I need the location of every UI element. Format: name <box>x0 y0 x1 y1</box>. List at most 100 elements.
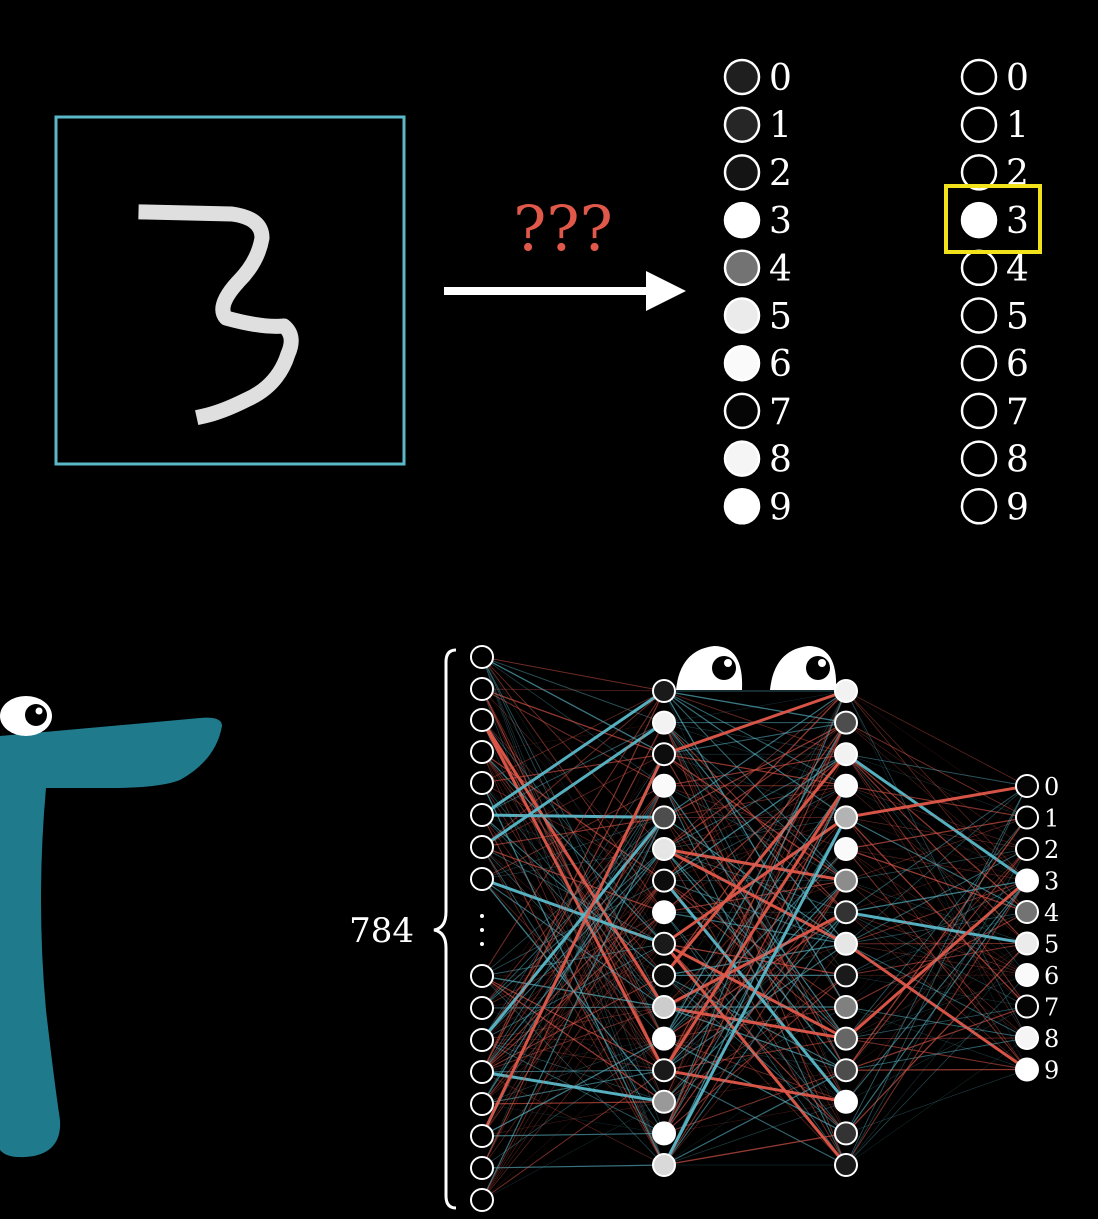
weight-edge-input-hidden1 <box>481 1038 665 1105</box>
hidden1-neuron <box>652 931 676 956</box>
target-digit-label: 7 <box>1006 392 1029 433</box>
guess-digit-label: 3 <box>769 201 792 242</box>
weight-edge-input-hidden1 <box>481 688 665 787</box>
input-layer-brace: 784 <box>349 648 484 1210</box>
weight-edge-hidden1-hidden2 <box>663 722 847 818</box>
hidden2-neuron <box>834 1121 858 1146</box>
target-neuron-0 <box>960 58 998 96</box>
target-digit-label: 2 <box>1006 153 1029 194</box>
input-neuron <box>470 1124 494 1148</box>
hidden2-neuron <box>834 868 858 893</box>
input-neuron <box>470 1188 494 1212</box>
weight-edge-hidden2-output <box>845 848 1028 1102</box>
weight-edge-hidden2-output <box>845 816 1028 913</box>
weight-edge-hidden2-output <box>845 785 1028 1134</box>
weight-edge-input-hidden1 <box>481 943 665 1201</box>
weight-edge-hidden1-hidden2 <box>663 690 847 723</box>
input-neuron <box>470 645 494 669</box>
target-digit-label: 9 <box>1006 487 1029 528</box>
weight-edge-hidden2-output <box>845 880 1028 976</box>
weight-edge-input-hidden1 <box>481 846 665 1071</box>
hidden2-neuron <box>834 995 858 1019</box>
weight-edge-hidden2-output <box>845 848 1028 913</box>
weight-edge-input-hidden1 <box>481 1007 665 1071</box>
weight-edge-hidden1-hidden2 <box>663 722 847 1134</box>
weight-edge-input-hidden1 <box>481 753 665 848</box>
weight-edge-input-hidden1 <box>481 689 665 817</box>
weight-edge-input-hidden1 <box>481 1101 665 1201</box>
weight-edge-hidden1-hidden2 <box>663 690 847 1008</box>
guess-neuron-0 <box>723 58 761 96</box>
hidden2-neuron <box>834 1153 858 1177</box>
weight-edge-input-hidden1 <box>481 1038 665 1169</box>
weight-edge-hidden2-output <box>845 817 1028 1071</box>
output-neuron-5 <box>1015 931 1039 956</box>
weight-edge-hidden2-output <box>845 1006 1028 1103</box>
weight-edge-hidden1-hidden2 <box>663 722 847 755</box>
guess-digit-label: 2 <box>769 153 792 194</box>
hidden1-neuron <box>652 1121 676 1146</box>
hidden2-neuron <box>834 837 858 861</box>
weight-edge-hidden2-output <box>845 753 1028 944</box>
input-neuron <box>470 1092 494 1116</box>
network-weights <box>480 656 1028 1201</box>
weight-edge-input-hidden1 <box>481 722 665 1073</box>
guess-neuron-1 <box>723 106 761 143</box>
hidden2-neuron <box>834 773 858 798</box>
weight-edge-input-hidden1 <box>481 1038 665 1201</box>
weight-edge-hidden2-output <box>845 785 1028 945</box>
weight-edge-input-hidden1 <box>481 878 665 1071</box>
input-neuron <box>470 708 494 732</box>
guess-neuron-9 <box>723 488 761 525</box>
weight-edge-hidden1-hidden2 <box>663 817 847 1071</box>
target-neuron-9 <box>960 488 998 525</box>
weight-edge-hidden2-output <box>845 910 1028 945</box>
target-highlight-box <box>944 184 1042 254</box>
hidden1-neuron <box>652 900 676 925</box>
hidden2-neuron <box>834 679 858 703</box>
weight-edge-hidden2-output <box>845 943 1028 1134</box>
network-eyes <box>676 646 837 690</box>
input-neuron <box>470 803 494 827</box>
weight-edge-hidden1-hidden2 <box>663 722 847 1039</box>
network-output-digit-label: 2 <box>1044 836 1059 864</box>
target-neuron-5 <box>960 297 998 334</box>
weight-edge-hidden1-hidden2 <box>663 690 847 818</box>
input-neuron <box>470 996 494 1020</box>
network-output-digit-label: 1 <box>1044 805 1059 833</box>
hidden2-neuron <box>834 963 858 988</box>
input-brace <box>433 648 457 1210</box>
output-neuron-0 <box>1015 774 1039 798</box>
weight-edge-hidden1-hidden2 <box>663 943 847 1166</box>
weight-edge-input-hidden1 <box>481 1006 665 1073</box>
pi-creature-pupil <box>25 704 47 726</box>
guess-digit-label: 4 <box>769 249 792 290</box>
weight-edge-hidden1-hidden2 <box>663 689 847 756</box>
pi-creature-body <box>0 717 222 1158</box>
hidden2-neuron <box>834 1089 858 1114</box>
weight-edge-input-hidden1 <box>481 975 665 1201</box>
weight-edge-hidden2-output <box>845 880 1028 1134</box>
network-eye-left-pupil <box>712 656 736 680</box>
weight-edge-input-hidden1 <box>481 782 665 944</box>
weight-edge-hidden1-hidden2 <box>663 690 847 724</box>
hidden2-neuron <box>834 742 858 767</box>
target-neuron-1 <box>960 106 998 143</box>
weight-edge-hidden1-hidden2 <box>663 1069 847 1103</box>
target-neuron-3 <box>960 201 998 239</box>
weight-edge-hidden1-hidden2 <box>663 690 847 1102</box>
hidden2-neuron <box>834 710 858 735</box>
weight-edge-input-hidden1 <box>481 690 665 977</box>
weight-edge-hidden2-output <box>845 785 1028 1008</box>
weight-edge-hidden1-hidden2 <box>663 722 847 881</box>
weight-edge-hidden2-output <box>845 722 1028 850</box>
input-neuron <box>470 677 494 701</box>
input-image <box>54 115 406 466</box>
hidden1-neuron <box>652 679 676 703</box>
hidden1-neuron <box>652 805 676 830</box>
target-digit-label: 0 <box>1006 58 1029 99</box>
weight-edge-hidden1-hidden2 <box>663 722 847 1071</box>
weight-edge-input-hidden1 <box>481 878 665 1103</box>
weight-edge-input-hidden1 <box>481 1101 665 1137</box>
